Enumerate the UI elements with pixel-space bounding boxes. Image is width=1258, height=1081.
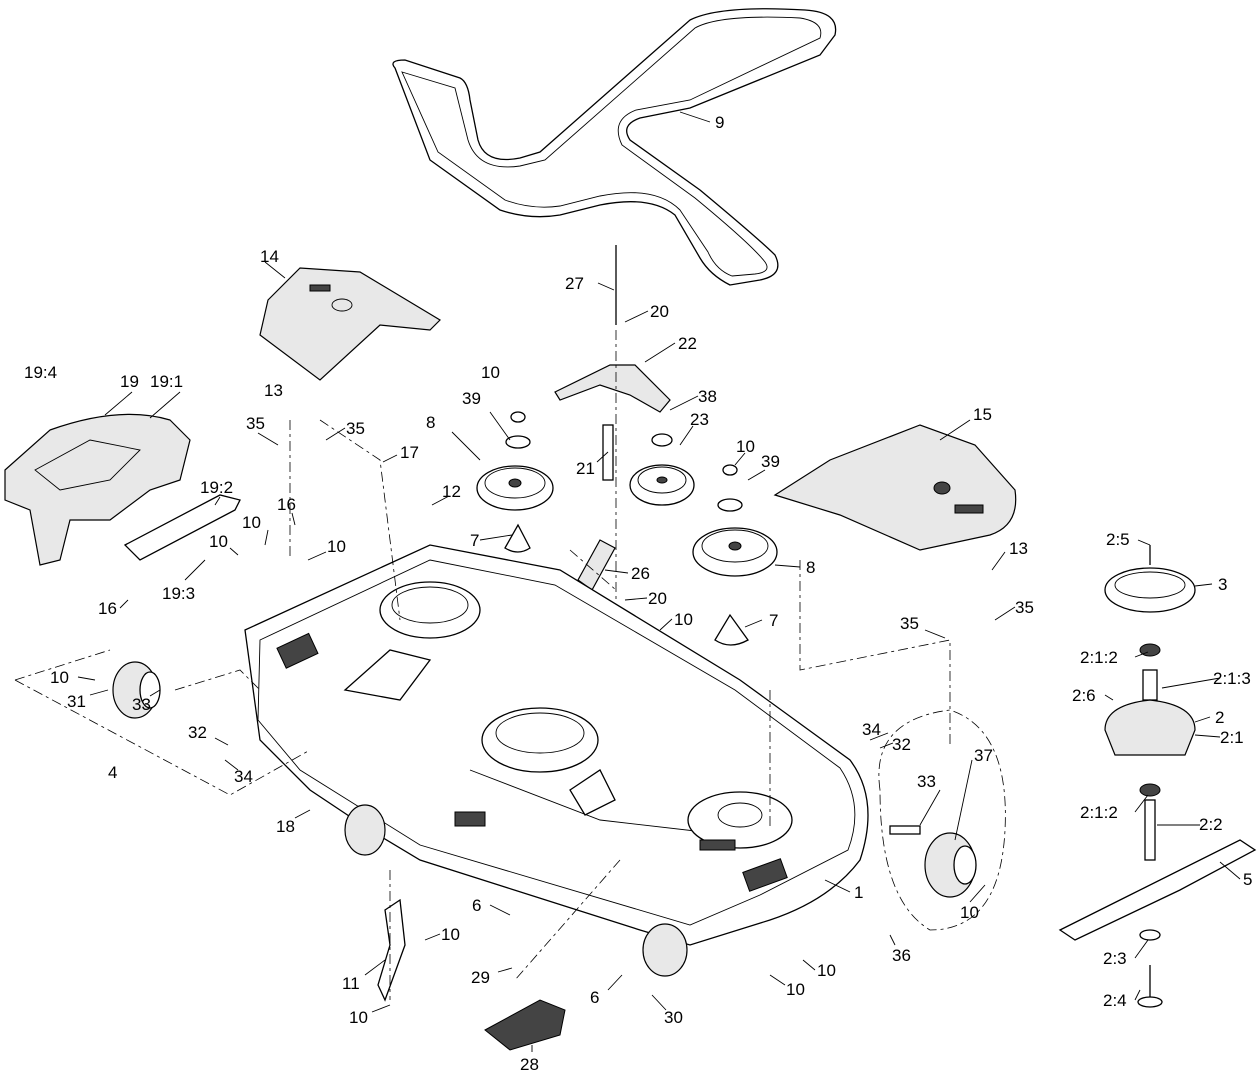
callout-38: 38 <box>698 387 717 406</box>
callout-10: 10 <box>786 980 805 999</box>
callout-36: 36 <box>892 946 911 965</box>
pulley-idler-23 <box>629 433 695 506</box>
callout-20: 20 <box>648 589 667 608</box>
callout-19-3: 19:3 <box>162 584 195 603</box>
callout-16: 16 <box>98 599 117 618</box>
callout-8: 8 <box>806 558 815 577</box>
callout-28: 28 <box>520 1055 539 1074</box>
callout-10: 10 <box>242 513 261 532</box>
callout-9: 9 <box>715 113 724 132</box>
callout-35: 35 <box>246 414 265 433</box>
callout-13: 13 <box>1009 539 1028 558</box>
anti-scalp-wheel-37 <box>889 825 977 898</box>
callout-31: 31 <box>67 692 86 711</box>
pulley-left-8 <box>476 411 554 553</box>
callout-6: 6 <box>472 896 481 915</box>
callout-2-1-2: 2:1:2 <box>1080 803 1118 822</box>
spring <box>577 539 616 591</box>
callout-10: 10 <box>327 537 346 556</box>
callout-2-1-3: 2:1:3 <box>1213 669 1251 688</box>
belt-cover-left <box>259 267 441 381</box>
callout-32: 32 <box>892 735 911 754</box>
callout-6: 6 <box>590 988 599 1007</box>
callout-10: 10 <box>736 437 755 456</box>
callout-2-5: 2:5 <box>1106 530 1130 549</box>
callout-17: 17 <box>400 443 419 462</box>
callout-32: 32 <box>188 723 207 742</box>
mower-deck <box>244 544 869 946</box>
callout-19: 19 <box>120 372 139 391</box>
callout-10: 10 <box>960 903 979 922</box>
callout-19-1: 19:1 <box>150 372 183 391</box>
callout-4: 4 <box>108 763 117 782</box>
front-cover <box>4 413 191 566</box>
callout-2-2: 2:2 <box>1199 815 1223 834</box>
callout-2-1: 2:1 <box>1220 728 1244 747</box>
callout-10: 10 <box>674 610 693 629</box>
callout-10: 10 <box>50 668 69 687</box>
callout-34: 34 <box>862 720 881 739</box>
callout-14: 14 <box>260 247 279 266</box>
callout-21: 21 <box>576 459 595 478</box>
callout-11: 11 <box>342 974 360 993</box>
callout-2-3: 2:3 <box>1103 949 1127 968</box>
callout-10: 10 <box>481 363 500 382</box>
drive-belt <box>392 8 837 286</box>
callout-39: 39 <box>462 389 481 408</box>
front-wheels <box>344 804 688 977</box>
callout-39: 39 <box>761 452 780 471</box>
callout-12: 12 <box>442 482 461 501</box>
callout-34: 34 <box>234 767 253 786</box>
callout-2-1-2: 2:1:2 <box>1080 648 1118 667</box>
bracket <box>123 494 241 561</box>
callout-13: 13 <box>264 381 283 400</box>
bracket-11 <box>377 898 406 1002</box>
callout-20: 20 <box>650 302 669 321</box>
anti-scalp-wheel-31 <box>112 661 161 719</box>
callout-35: 35 <box>346 419 365 438</box>
spindle-assembly <box>1058 545 1257 1008</box>
callout-2: 2 <box>1215 708 1224 727</box>
callout-19-2: 19:2 <box>200 478 233 497</box>
callout-1: 1 <box>854 883 863 902</box>
callout-7: 7 <box>470 531 479 550</box>
assembly-guides <box>14 330 1006 1000</box>
callout-33: 33 <box>132 695 151 714</box>
callout-35: 35 <box>900 614 919 633</box>
callout-7: 7 <box>769 611 778 630</box>
callout-2-4: 2:4 <box>1103 991 1127 1010</box>
callout-10: 10 <box>209 532 228 551</box>
callout-3: 3 <box>1218 575 1227 594</box>
callout-15: 15 <box>973 405 992 424</box>
callout-23: 23 <box>690 410 709 429</box>
callout-33: 33 <box>917 772 936 791</box>
callout-labels: 9 27 20 22 14 19:4 19 19:1 13 10 39 38 2… <box>24 113 1252 1074</box>
callout-19-4: 19:4 <box>24 363 57 382</box>
step-28 <box>484 999 566 1051</box>
leader-lines <box>77 111 1241 1052</box>
pulley-right-8 <box>692 464 778 646</box>
callout-35: 35 <box>1015 598 1034 617</box>
callout-26: 26 <box>631 564 650 583</box>
callout-10: 10 <box>817 961 836 980</box>
callout-29: 29 <box>471 968 490 987</box>
callout-16: 16 <box>277 495 296 514</box>
callout-18: 18 <box>276 817 295 836</box>
callout-22: 22 <box>678 334 697 353</box>
callout-37: 37 <box>974 746 993 765</box>
callout-8: 8 <box>426 413 435 432</box>
callout-10: 10 <box>349 1008 368 1027</box>
callout-10: 10 <box>441 925 460 944</box>
callout-27: 27 <box>565 274 584 293</box>
callout-5: 5 <box>1243 870 1252 889</box>
callout-2-6: 2:6 <box>1072 686 1096 705</box>
belt-cover-right <box>773 424 1017 551</box>
callout-30: 30 <box>664 1008 683 1027</box>
